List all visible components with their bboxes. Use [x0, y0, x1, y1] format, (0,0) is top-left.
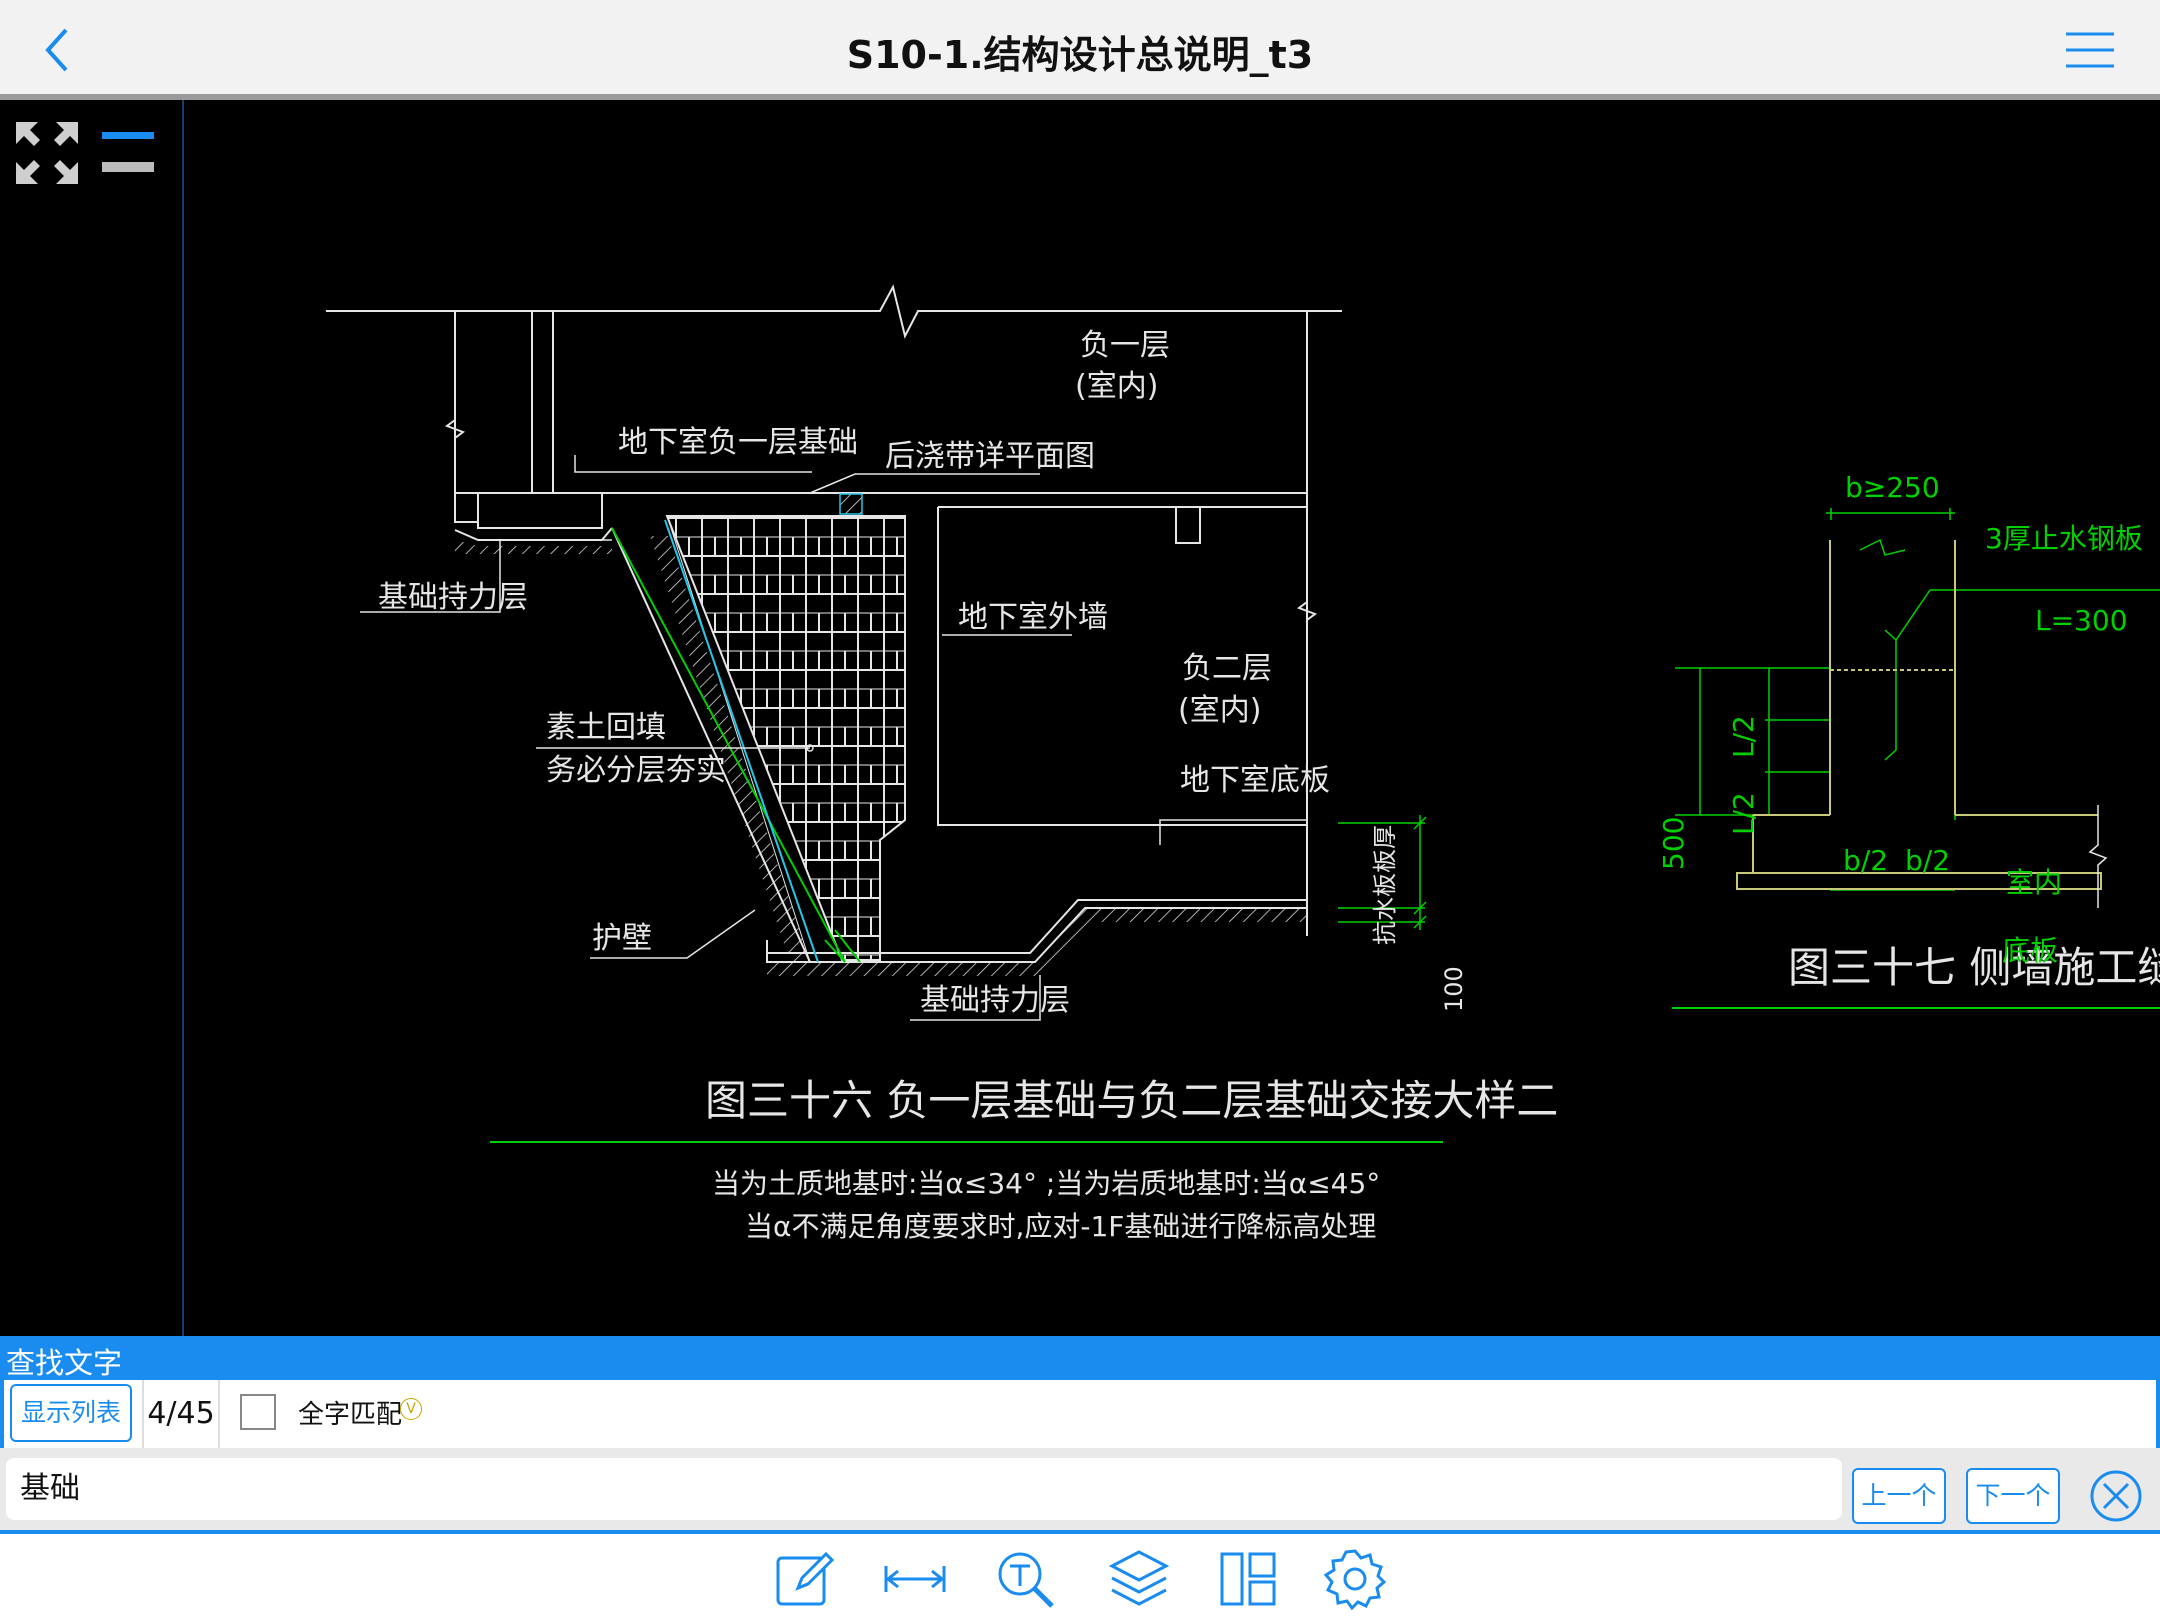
vip-badge-icon: V [400, 1398, 422, 1420]
cad-drawing: 负一层 (室内) 地下室负一层基础 后浇带详平面图 基础持力层 地下室外墙 负二… [326, 284, 2160, 1243]
back-button[interactable] [36, 22, 86, 78]
hamburger-icon [2066, 32, 2114, 68]
document-title: S10-1.结构设计总说明_t3 [846, 33, 1314, 77]
dim-100: 100 [1440, 966, 1468, 1012]
label-b1-foundation: 地下室负一层基础 [618, 425, 858, 460]
expand-arrows-icon [16, 122, 78, 184]
layers-bars-icon [102, 132, 154, 172]
annotate-button[interactable] [772, 1548, 838, 1610]
previous-match-button[interactable]: 上一个 [1852, 1468, 1946, 1524]
fig36-caption: 图三十六 负一层基础与负二层基础交接大样二 [705, 1076, 1558, 1125]
fig36-note-1: 当为土质地基时:当α≤34° ;当为岩质地基时:当α≤45° [712, 1167, 1380, 1200]
find-input-row: 基础 上一个 下一个 [0, 1448, 2160, 1530]
label-waterproof-thk: 抗水板板厚 [1371, 825, 1399, 945]
dim-l2-a: L/2 [1727, 715, 1760, 758]
dim-b250: b≥250 [1845, 471, 1940, 504]
label-retaining: 护壁 [592, 921, 652, 956]
chevron-left-icon [45, 28, 68, 72]
title-bar: S10-1.结构设计总说明_t3 [0, 0, 2160, 100]
layout-button[interactable] [1216, 1548, 1282, 1610]
bottom-toolbar [0, 1530, 2160, 1620]
close-search-button[interactable] [2088, 1468, 2144, 1524]
show-list-button[interactable]: 显示列表 [10, 1384, 132, 1442]
fig36-geometry [326, 284, 1342, 963]
label-slab-37: 底板 [2002, 934, 2058, 967]
label-indoor-b2: (室内) [1178, 693, 1261, 728]
label-indoor-b1: (室内) [1075, 369, 1158, 404]
find-options-row: 显示列表 4/45 全字匹配 V [4, 1380, 2156, 1448]
label-post-pour: 后浇带详平面图 [885, 439, 1095, 474]
layers-button[interactable] [1106, 1548, 1172, 1610]
dim-l2-b: L/2 [1727, 792, 1760, 835]
fig36-note-2: 当α不满足角度要求时,应对-1F基础进行降标高处理 [745, 1210, 1376, 1243]
label-steel-plate: 3厚止水钢板 [1985, 522, 2143, 555]
pencil-edit-icon [776, 1551, 835, 1606]
whole-word-checkbox[interactable] [240, 1394, 276, 1430]
text-search-icon [998, 1552, 1054, 1608]
drawing-canvas[interactable]: 负一层 (室内) 地下室负一层基础 后浇带详平面图 基础持力层 地下室外墙 负二… [0, 100, 2160, 1336]
label-ext-wall: 地下室外墙 [958, 600, 1108, 635]
settings-button[interactable] [1322, 1548, 1388, 1611]
layers-icon [1108, 1550, 1170, 1606]
dim-500: 500 [1657, 817, 1690, 870]
gear-icon [1323, 1549, 1387, 1611]
label-backfill-1: 素土回填 [546, 710, 666, 745]
dim-b2-a: b/2 [1843, 844, 1888, 877]
label-L300: L=300 [2035, 604, 2128, 637]
next-match-button[interactable]: 下一个 [1966, 1468, 2060, 1524]
label-floor-b1: 负一层 [1080, 328, 1170, 363]
label-bearing-bottom: 基础持力层 [920, 983, 1070, 1018]
label-base-slab: 地下室底板 [1180, 763, 1330, 798]
measure-distance-icon [884, 1566, 946, 1592]
whole-word-label: 全字匹配 [298, 1400, 403, 1430]
search-input[interactable]: 基础 [6, 1458, 1842, 1520]
close-circle-icon [2090, 1470, 2142, 1522]
label-floor-b2: 负二层 [1182, 651, 1272, 686]
fig37-caption: 图三十七 侧墙施工缝 [1788, 943, 2160, 992]
dim-b2-b: b/2 [1905, 844, 1950, 877]
measure-button[interactable] [882, 1548, 948, 1610]
label-indoor-37: 室内 [2006, 866, 2062, 899]
find-text-button[interactable] [994, 1548, 1060, 1610]
label-bearing-top: 基础持力层 [378, 580, 528, 615]
fullscreen-button[interactable] [14, 120, 80, 186]
layer-toggle-button[interactable] [98, 126, 158, 178]
menu-button[interactable] [2064, 30, 2116, 70]
label-backfill-2: 务必分层夯实 [546, 753, 726, 788]
find-text-panel: 查找文字 显示列表 4/45 全字匹配 V 基础 上一个 下一个 [0, 1336, 2160, 1530]
match-count: 4/45 [142, 1380, 220, 1448]
find-text-header: 查找文字 [6, 1346, 123, 1380]
side-divider [182, 100, 184, 1336]
layout-panels-icon [1220, 1552, 1276, 1606]
